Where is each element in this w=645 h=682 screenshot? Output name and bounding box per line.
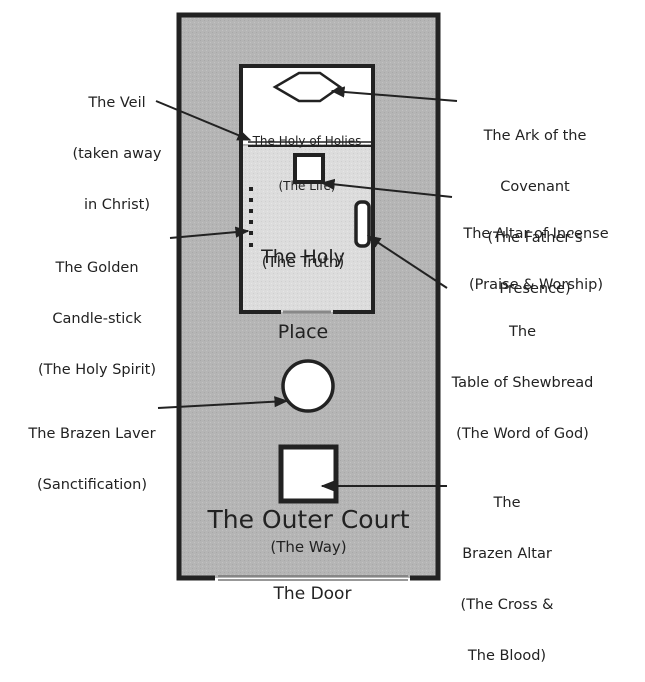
- veil-label-line: in Christ): [83, 197, 151, 213]
- outer-court-subtitle: (The Way): [270, 538, 347, 556]
- laver-label: The Brazen Laver (Sanctification): [12, 392, 172, 511]
- laver-label-line: The Brazen Laver: [28, 426, 156, 442]
- candlestick-label-line: The Golden: [55, 260, 139, 276]
- outer-court-title: The Outer Court: [207, 505, 410, 534]
- sanctuary-wall: [239, 64, 375, 314]
- ark-label-line: Covenant: [500, 179, 570, 195]
- outer-door: [218, 575, 408, 581]
- ark-label-line: (The Father’s: [487, 230, 583, 246]
- laver-leader-line: [157, 396, 289, 409]
- holy-place-subtitle: (The Truth): [261, 253, 345, 271]
- altar-of-incense-label-line: The Altar of Incense: [463, 226, 609, 242]
- holy-of-holies-subtitle: (The Life): [278, 179, 336, 193]
- incense-leader-line: [320, 178, 453, 198]
- ark-label-line: Presence): [499, 281, 571, 297]
- door-label: The Door: [273, 584, 352, 604]
- ark-label-line: The Ark of the: [483, 128, 587, 144]
- brazen-altar-label-line: The Blood): [467, 648, 547, 664]
- shewbread-label-line: The: [509, 324, 536, 340]
- golden-candlestick: [249, 187, 253, 247]
- holy-place-label: The Holy Place: [248, 195, 358, 370]
- holy-place-line2: Place: [277, 321, 329, 343]
- candlestick-label-line: Candle-stick: [52, 311, 142, 327]
- holy-of-holies-label: The Holy of Holies (The Life): [241, 104, 373, 209]
- shewbread-label-line: Table of Shewbread: [451, 375, 594, 391]
- veil-label-line: (taken away: [72, 146, 162, 162]
- altar-of-incense-label-line: (Praise & Worship): [469, 277, 603, 293]
- outer-wall: [176, 12, 441, 581]
- holy-of-holies-title: The Holy of Holies: [252, 134, 362, 148]
- brazen-altar-label-line: (The Cross &: [460, 597, 554, 613]
- candlestick-label: The Golden Candle-stick (The Holy Spirit…: [22, 226, 172, 396]
- candlestick-leader-line: [169, 226, 250, 239]
- shewbread-label-line: (The Word of God): [456, 426, 589, 442]
- ark-of-covenant: [272, 71, 343, 103]
- veil-label: The Veil (taken away in Christ): [52, 61, 182, 231]
- veil: [248, 141, 371, 147]
- brazen-altar-label-line: The: [493, 495, 521, 511]
- altar-of-incense-label: The Altar of Incense (Praise & Worship): [446, 192, 626, 311]
- brazen-altar: [278, 444, 339, 504]
- shewbread-leader-line: [366, 235, 448, 289]
- brazen-altar-label-line: Brazen Altar: [462, 546, 552, 562]
- shewbread-label: The Table of Shewbread (The Word of God): [440, 290, 605, 460]
- brazen-altar-label: The Brazen Altar (The Cross & The Blood): [447, 461, 567, 682]
- ark-label: The Ark of the Covenant (The Father’s Pr…: [450, 94, 620, 315]
- altar-of-incense: [293, 153, 325, 184]
- veil-leader-line: [155, 100, 252, 141]
- veil-label-line: The Veil: [88, 95, 146, 111]
- table-of-shewbread: [354, 200, 371, 248]
- tabernacle-diagram: [155, 12, 458, 581]
- ark-leader-line: [330, 86, 458, 102]
- holy-place-line1: The Holy: [261, 246, 345, 268]
- brazen-laver: [281, 359, 335, 413]
- candlestick-label-line: (The Holy Spirit): [38, 362, 156, 378]
- laver-label-line: (Sanctification): [36, 477, 148, 493]
